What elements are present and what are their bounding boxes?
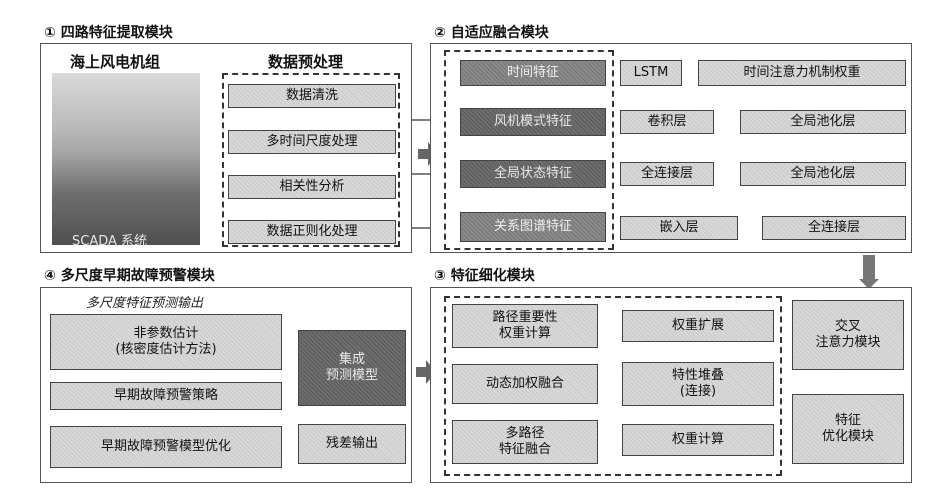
- m3-path-importance: 路径重要性 权重计算: [452, 304, 598, 348]
- feature-global-state: 全局状态特征: [460, 160, 606, 188]
- m4-ensemble-model: 集成 预测模型: [298, 330, 406, 406]
- scada-label: SCADA 系统: [72, 230, 147, 249]
- module2-heading: ② 自适应融合模块: [434, 25, 549, 41]
- m3-weight-expand: 权重扩展: [622, 310, 774, 342]
- feature-relation-graph: 关系图谱特征: [460, 212, 606, 242]
- m3-dynamic-fusion: 动态加权融合: [452, 364, 598, 404]
- module3-heading: ③ 特征细化模块: [434, 268, 535, 284]
- step-correlation: 相关性分析: [228, 175, 396, 199]
- layer-embedding: 嵌入层: [620, 216, 738, 240]
- layer-fc-2: 全连接层: [762, 216, 906, 240]
- m4-warning-strategy: 早期故障预警策略: [50, 382, 282, 410]
- turbine-label: 海上风电机组: [70, 51, 160, 72]
- m3-feature-optim: 特征 优化模块: [792, 394, 904, 464]
- step-normalization: 数据正则化处理: [228, 220, 396, 244]
- module1-heading: ① 四路特征提取模块: [44, 25, 173, 41]
- layer-fc: 全连接层: [620, 162, 714, 186]
- layer-conv: 卷积层: [620, 110, 714, 134]
- m4-residual-output: 残差输出: [298, 424, 406, 464]
- layer-lstm: LSTM: [620, 60, 682, 86]
- layer-global-pool-2: 全局池化层: [740, 162, 906, 186]
- m4-kde: 非参数估计 (核密度估计方法): [50, 314, 282, 370]
- module4-heading: ④ 多尺度早期故障预警模块: [44, 268, 215, 284]
- big-arrow-m2-to-m3: [859, 255, 879, 289]
- feature-time: 时间特征: [460, 60, 606, 86]
- m4-model-optim: 早期故障预警模型优化: [50, 426, 282, 468]
- step-data-cleaning: 数据清洗: [228, 84, 396, 108]
- layer-time-attention: 时间注意力机制权重: [698, 60, 906, 86]
- m3-cross-attention: 交叉 注意力模块: [792, 300, 904, 370]
- m3-weight-calc: 权重计算: [622, 424, 774, 456]
- layer-global-pool-1: 全局池化层: [740, 110, 906, 134]
- module4-subtitle: 多尺度特征预测输出: [86, 292, 203, 311]
- preprocess-title: 数据预处理: [268, 51, 343, 72]
- feature-turbine-mode: 风机模式特征: [460, 108, 606, 136]
- m3-multipath-fusion: 多路径 特征融合: [452, 420, 598, 464]
- m3-feature-stack: 特性堆叠 (连接): [622, 362, 774, 406]
- step-multiscale: 多时间尺度处理: [228, 130, 396, 154]
- wind-turbine-image: [52, 73, 200, 245]
